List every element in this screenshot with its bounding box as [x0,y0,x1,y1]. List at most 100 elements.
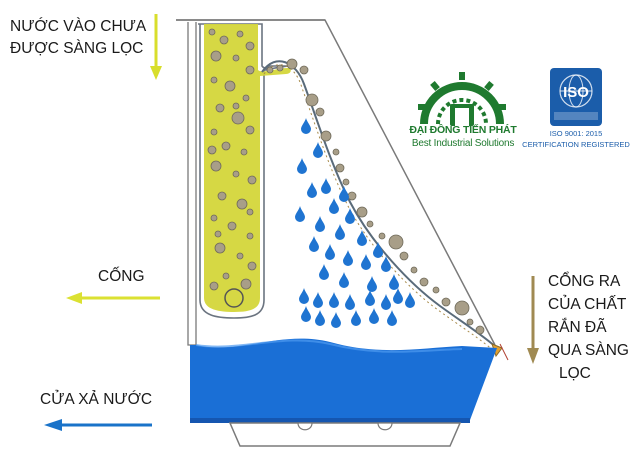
outlet-label: CỬA XẢ NƯỚC [40,391,153,408]
particle [266,66,274,74]
particle [378,232,386,240]
particle [210,76,218,84]
water-drop [297,158,307,174]
particle [215,103,225,113]
inlet-label-line1: NƯỚC VÀO CHƯA [10,18,147,35]
water-drop [357,230,367,246]
particle [219,35,229,45]
particle [315,107,325,117]
suspended-particles [207,28,485,335]
solids-outlet-label: CỔNG RA CỦA CHẤT RẮN ĐÃ QUA SÀNG LỌC [548,270,629,385]
particle [305,93,319,107]
outlet-tank [190,338,497,423]
particle [342,178,350,186]
solids-label-line1: CỔNG RA [548,273,621,290]
particle [232,170,240,178]
particle [475,325,485,335]
drain-label: CỐNG [98,268,145,285]
solids-label-line3: RẮN ĐÃ [548,319,607,336]
particle [221,141,231,151]
water-drop [325,244,335,260]
particle [236,30,244,38]
sieve-screen [261,60,498,349]
outlet-arrow-icon [44,419,152,431]
water-drop [339,186,349,202]
solids-label-line4: QUA SÀNG [548,342,629,359]
water-drop [319,264,329,280]
water-drop [313,292,323,308]
water-drop [331,312,341,328]
water-drop [345,294,355,310]
water-drop [321,178,331,194]
particle [356,206,368,218]
particle [231,111,245,125]
particle [217,191,227,201]
water-drop [299,288,309,304]
particle [299,65,309,75]
solids-arrow-icon [527,276,539,364]
tank-base [228,422,462,447]
gear-arch-icon [418,72,506,126]
water-drop [373,242,383,258]
particle [466,318,474,326]
particle [347,191,357,201]
particle [240,278,252,290]
particle [207,145,217,155]
particle [419,277,429,287]
particle [210,160,222,172]
particle [232,54,240,62]
company-tagline: Best Industrial Solutions [411,138,515,149]
solids-label-line2: CỦA CHẤT [548,296,627,313]
falling-water-drops [295,118,415,328]
particle [242,94,250,102]
water-drop [313,142,323,158]
particle [236,198,248,210]
particle [366,220,374,228]
water-drop [339,272,349,288]
inlet-arrow-icon [150,14,162,80]
particle [210,50,222,62]
particle [214,242,226,254]
particle [410,266,418,274]
iso-certification: CERTIFICATION REGISTERED [522,140,630,149]
company-name: ĐẠI ĐỒNG TIẾN PHÁT [409,124,517,136]
inlet-label: NƯỚC VÀO CHƯA ĐƯỢC SÀNG LỌC [10,16,146,60]
particle [236,252,244,260]
water-drop [369,308,379,324]
drain-arrow-icon [66,292,160,304]
water-drop [381,294,391,310]
water-drop [381,256,391,272]
water-drop [387,310,397,326]
particle [210,214,218,222]
water-drop [329,198,339,214]
particle [224,80,236,92]
particle [388,234,404,250]
iso-badge-text: ISO [563,84,589,101]
water-drop [367,276,377,292]
particle [454,300,470,316]
water-drop [361,254,371,270]
iso-standard: ISO 9001: 2015 [549,129,603,138]
particle [240,148,248,156]
water-drop [343,250,353,266]
particle [335,163,345,173]
particle [209,281,219,291]
particle [246,232,254,240]
water-drop [335,224,345,240]
particle [320,130,332,142]
water-drop [389,274,399,290]
particle [399,251,409,261]
water-drop [345,208,355,224]
solids-label-line5: LỌC [559,365,591,382]
particle [208,28,216,36]
water-drop [309,236,319,252]
particle [286,58,298,70]
water-drop [315,216,325,232]
drain-pipe [224,288,244,308]
water-drop [307,182,317,198]
particle [246,208,254,216]
particle [432,286,440,294]
particle [247,175,257,185]
globe-icon: ISO [550,68,602,126]
